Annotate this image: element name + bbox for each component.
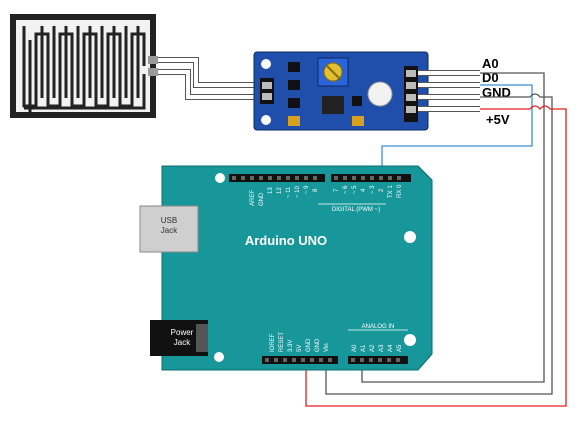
analog-in-label: ANALOG IN xyxy=(362,324,395,330)
module-mount-hole xyxy=(367,81,393,107)
pin-reset: RESET xyxy=(279,332,285,352)
module-led-2 xyxy=(352,116,364,126)
module-comparator-ic xyxy=(322,96,344,114)
pin-a1: A1 xyxy=(361,344,367,352)
pin-a2: A2 xyxy=(370,344,376,352)
board-pcb xyxy=(161,165,433,371)
pin-label-gnd: GND xyxy=(482,85,511,100)
pin-label-a0: A0 xyxy=(482,56,499,71)
board-hole-2 xyxy=(404,231,416,243)
pin-a0: A0 xyxy=(352,344,358,352)
digital-pwm-label: DIGITAL (PWM ~) xyxy=(332,207,380,213)
module-led-1 xyxy=(288,116,300,126)
pad-cable-1 xyxy=(158,58,262,87)
digital-pin-labels: AREF GND 13 12 ~ 11 ~ 10 ~ 9 8 7 ~ 6 ~ 5… xyxy=(250,184,403,206)
rain-sensor-pad xyxy=(10,14,158,118)
power-header xyxy=(262,356,338,364)
module-output-cables xyxy=(418,70,480,112)
wire-gnd xyxy=(325,93,553,395)
module-output-pin-d0 xyxy=(406,82,416,89)
pin-a3: A3 xyxy=(379,344,385,352)
arduino-board: USB Jack Power Jack AREF GND 13 12 ~ 11 … xyxy=(139,165,433,371)
pad-cable-2 xyxy=(158,70,262,99)
pin-gnd-1: GND xyxy=(306,338,312,352)
pin-label-vcc: +5V xyxy=(486,112,510,127)
pin-label-d0: D0 xyxy=(482,70,499,85)
pin-d6: ~ 6 xyxy=(343,185,349,194)
module-output-pin-vcc xyxy=(406,106,416,113)
usb-jack-label-2: Jack xyxy=(161,226,178,235)
analog-pin-labels: A0 A1 A2 A3 A4 A5 xyxy=(352,344,403,352)
pin-d2: 2 xyxy=(379,188,385,192)
module-hole-2 xyxy=(261,115,271,125)
potentiometer-slot xyxy=(326,65,340,79)
module-input-pin-1 xyxy=(262,82,272,89)
board-hole-1 xyxy=(215,173,225,183)
pin-d12: 12 xyxy=(277,187,283,194)
pin-d8: 8 xyxy=(313,188,319,192)
usb-jack-label-1: USB xyxy=(161,216,177,225)
board-hole-4 xyxy=(214,352,224,362)
sensor-pad-contact-2 xyxy=(148,68,158,76)
module-smd-3 xyxy=(288,98,300,108)
module-input-header xyxy=(260,78,274,104)
board-hole-3 xyxy=(404,334,416,346)
wires xyxy=(305,72,567,407)
pin-d3: ~ 3 xyxy=(370,185,376,194)
wire-d0-to-digital xyxy=(381,84,533,172)
sensor-comb-traces-2 xyxy=(24,26,146,112)
pin-vin: Vin xyxy=(324,343,330,352)
module-smd-4 xyxy=(352,96,362,106)
pin-d13: 13 xyxy=(268,187,274,194)
pin-aref: AREF xyxy=(250,190,256,206)
module-smd-1 xyxy=(288,62,300,72)
usb-jack xyxy=(139,205,199,253)
sensor-pad-contact-1 xyxy=(148,56,158,64)
power-jack-label-2: Jack xyxy=(174,338,191,347)
sensor-module xyxy=(253,51,429,131)
wire-5v xyxy=(305,105,567,407)
module-input-pin-2 xyxy=(262,93,272,100)
pin-rx: RX 0 xyxy=(397,184,403,198)
power-pin-labels: IOREF RESET 3.3V 5V GND GND Vin xyxy=(270,332,330,352)
module-smd-2 xyxy=(288,80,300,90)
module-hole-1 xyxy=(261,59,271,69)
pin-tx: TX 1 xyxy=(388,185,394,198)
pin-5v: 5V xyxy=(297,345,303,352)
pin-d11: ~ 11 xyxy=(286,186,292,198)
module-output-pin-a0 xyxy=(406,70,416,77)
pin-ioref: IOREF xyxy=(270,333,276,352)
pin-d7: 7 xyxy=(334,188,340,192)
power-jack-barrel xyxy=(196,324,208,352)
pin-d5: ~ 5 xyxy=(352,185,358,194)
pin-d10: ~ 10 xyxy=(295,185,301,198)
pin-3v3: 3.3V xyxy=(288,340,294,352)
bottom-header-pins xyxy=(265,358,400,362)
pad-cables xyxy=(158,57,262,100)
pin-gnd-2: GND xyxy=(315,338,321,352)
pin-a4: A4 xyxy=(388,344,394,352)
power-jack-label-1: Power xyxy=(171,328,194,337)
pin-gnd-top: GND xyxy=(259,192,265,206)
pin-a5: A5 xyxy=(397,344,403,352)
digital-header-pins xyxy=(232,176,401,180)
pin-d4: 4 xyxy=(361,188,367,192)
module-output-pin-gnd xyxy=(406,94,416,101)
pin-d9: ~ 9 xyxy=(304,185,310,194)
wire-a0-to-analog xyxy=(361,72,545,383)
board-title: Arduino UNO xyxy=(245,233,327,248)
